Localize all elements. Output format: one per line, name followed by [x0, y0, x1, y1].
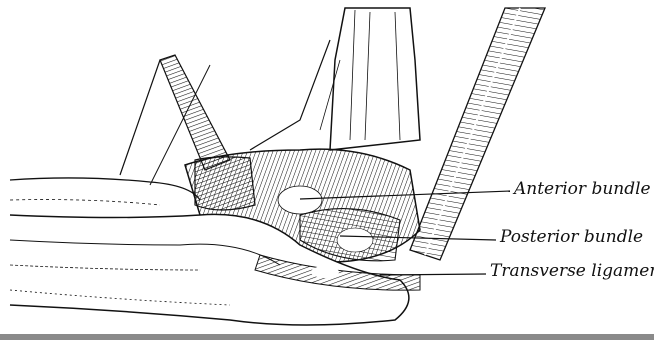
- radius-bone: [10, 178, 200, 205]
- bottom-border-bar: [0, 334, 654, 340]
- anterior-bundle-label: Anterior bundle: [514, 181, 651, 198]
- posterior-bundle-label: Posterior bundle: [500, 229, 643, 246]
- right-tendon: [410, 8, 545, 260]
- humerus-shaft: [250, 8, 420, 150]
- transverse-ligament-label: Transverse ligament: [490, 263, 654, 280]
